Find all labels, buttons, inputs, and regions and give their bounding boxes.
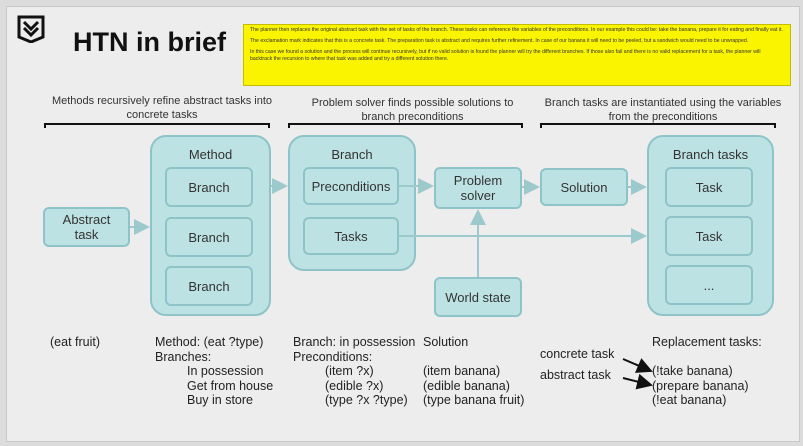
branch-line: Branch: in possession: [293, 335, 416, 349]
replacement-item: (!take banana): [652, 364, 733, 378]
branches-label: Branches:: [155, 349, 212, 364]
solution-item: (type banana fruit): [423, 393, 525, 407]
precondition-item: (edible ?x): [325, 378, 384, 393]
speaker-note: The planner then replaces the original a…: [243, 24, 791, 86]
abstract-task-arrow: [622, 373, 653, 390]
branch-item: Get from house: [187, 378, 274, 393]
note-paragraph: In this case we found a solution and the…: [250, 49, 761, 63]
concrete-task-arrow: [622, 358, 653, 373]
branch-task-box: Task: [665, 216, 753, 256]
method-branch-box: Branch: [165, 217, 253, 257]
solution-box: Solution: [540, 168, 628, 206]
header-problem-solver: Problem solver finds possible solutions …: [311, 97, 514, 123]
tasks-box: Tasks: [303, 217, 399, 255]
solution-item: (item banana): [423, 364, 501, 378]
precondition-item: (item ?x): [325, 364, 374, 378]
solution-label: Solution: [423, 335, 469, 349]
example-eat-fruit: (eat fruit): [50, 335, 101, 349]
replacement-item: (prepare banana): [652, 378, 749, 393]
branch-task-box: ...: [665, 265, 753, 305]
bracket: [44, 123, 270, 128]
abstract-task-box: Abstract task: [43, 207, 130, 247]
example-method: Method: (eat ?type) Branches: In possess…: [155, 335, 273, 408]
slide-title: HTN in brief: [73, 27, 226, 57]
example-branch: Branch: in possession Preconditions: (it…: [293, 335, 415, 408]
bracket: [540, 123, 776, 128]
note-paragraph: The exclamation mark indicates that this…: [250, 38, 749, 45]
branch-title: Branch: [331, 147, 373, 162]
problem-solver-label: Problem solver: [453, 173, 503, 203]
abstract-task-label: abstract task: [540, 368, 611, 382]
header-methods: Methods recursively refine abstract task…: [51, 95, 273, 121]
method-branch-box: Branch: [165, 167, 253, 207]
method-line: Method: (eat ?type): [155, 335, 264, 349]
branch-item: In possession: [187, 364, 264, 378]
method-title: Method: [188, 147, 233, 162]
note-paragraph: The planner then replaces the original a…: [250, 27, 783, 33]
logo-icon: [17, 15, 45, 43]
problem-solver-box: Problem solver: [434, 167, 522, 209]
header-branch-tasks: Branch tasks are instantiated using the …: [544, 97, 782, 123]
world-state-box: World state: [434, 277, 522, 317]
concrete-task-label: concrete task: [540, 347, 615, 361]
connector-arrows: [130, 178, 653, 390]
preconditions-box: Preconditions: [303, 167, 399, 205]
precondition-item: (type ?x ?type): [325, 393, 408, 407]
example-solution: Solution (item banana) (edible banana) (…: [423, 335, 524, 408]
abstract-task-label: Abstract task: [62, 212, 111, 242]
branch-tasks-title: Branch tasks: [672, 147, 749, 162]
replacement-item: (!eat banana): [652, 393, 727, 407]
preconditions-label: Preconditions:: [293, 349, 373, 364]
branch-task-box: Task: [665, 167, 753, 207]
solution-item: (edible banana): [423, 378, 510, 393]
branch-item: Buy in store: [187, 393, 254, 407]
bracket: [288, 123, 523, 128]
method-branch-box: Branch: [165, 266, 253, 306]
slide: HTN in brief The planner then replaces t…: [6, 6, 800, 442]
replacement-label: Replacement tasks:: [652, 335, 762, 349]
example-replacement: Replacement tasks: (!take banana) (prepa…: [652, 335, 762, 408]
